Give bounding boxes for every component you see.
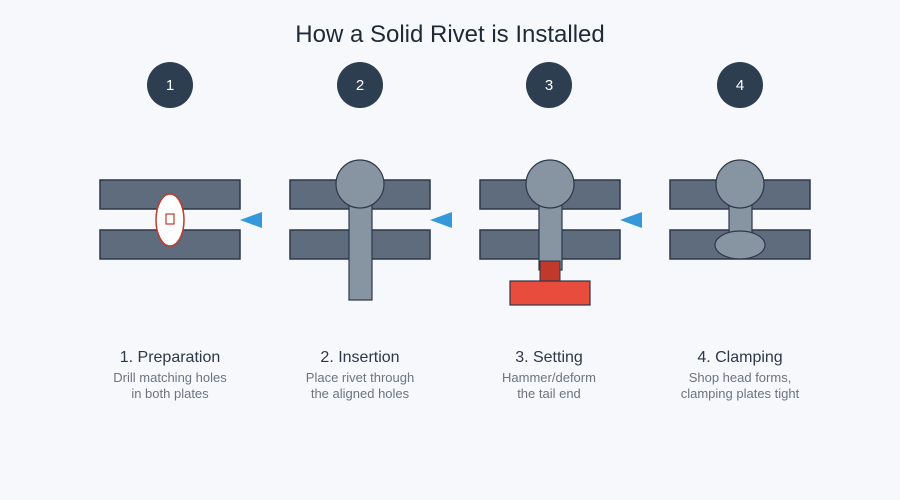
step-1-illustration xyxy=(99,179,241,260)
badge-number: 1 xyxy=(166,77,174,94)
step-1-badge: 1 xyxy=(147,62,193,108)
step-3: 3 3. Setting Hammer/deform the tail end xyxy=(479,62,621,401)
left-triangle-arrow-icon xyxy=(240,212,262,228)
badge-circle xyxy=(717,62,763,108)
badge-circle xyxy=(147,62,193,108)
rivet-factory-head xyxy=(715,159,765,209)
step-2-description-line-1: Place rivet through xyxy=(306,370,414,385)
step-3-description-line-1: Hammer/deform xyxy=(502,370,596,385)
step-2-badge: 2 xyxy=(337,62,383,108)
step-4-description-line-1: Shop head forms, xyxy=(689,370,792,385)
step-4-description-line-2: clamping plates tight xyxy=(681,386,800,401)
badge-number: 2 xyxy=(356,77,364,94)
step-2: 2 2. Insertion Place rivet through the a… xyxy=(289,62,431,401)
step-2-caption: 2. Insertion xyxy=(320,349,399,366)
step-2-illustration xyxy=(289,159,431,301)
step-4: 4 4. Clamping Shop head forms, clamping … xyxy=(669,62,811,401)
step-4-badge: 4 xyxy=(717,62,763,108)
step-2-description-line-2: the aligned holes xyxy=(311,386,410,401)
badge-number: 4 xyxy=(736,77,744,94)
rivet-shank xyxy=(538,199,563,271)
rivet-factory-head xyxy=(335,159,385,209)
step-1-description-line-2: in both plates xyxy=(131,386,209,401)
diagram-title: How a Solid Rivet is Installed xyxy=(295,21,604,48)
step-3-illustration xyxy=(479,159,621,306)
step-1-caption: 1. Preparation xyxy=(120,349,221,366)
step-3-badge: 3 xyxy=(526,62,572,108)
step-4-illustration xyxy=(669,159,811,260)
badge-circle xyxy=(337,62,383,108)
hammer-icon xyxy=(509,280,591,306)
rivet-shop-head xyxy=(714,230,766,260)
badge-circle xyxy=(526,62,572,108)
step-4-caption: 4. Clamping xyxy=(697,349,782,366)
step-1: 1 1. Preparation Drill matching holes in… xyxy=(99,62,241,401)
badge-number: 3 xyxy=(545,77,553,94)
drill-bit-icon xyxy=(165,213,175,225)
hammer-neck xyxy=(539,260,561,283)
step-1-description-line-1: Drill matching holes xyxy=(113,370,227,385)
left-triangle-arrow-icon xyxy=(430,212,452,228)
step-3-description-line-2: the tail end xyxy=(517,386,581,401)
rivet-factory-head xyxy=(525,159,575,209)
rivet-shank xyxy=(348,199,373,301)
left-triangle-arrow-icon xyxy=(620,212,642,228)
step-3-caption: 3. Setting xyxy=(515,349,583,366)
drilled-hole xyxy=(155,193,185,247)
